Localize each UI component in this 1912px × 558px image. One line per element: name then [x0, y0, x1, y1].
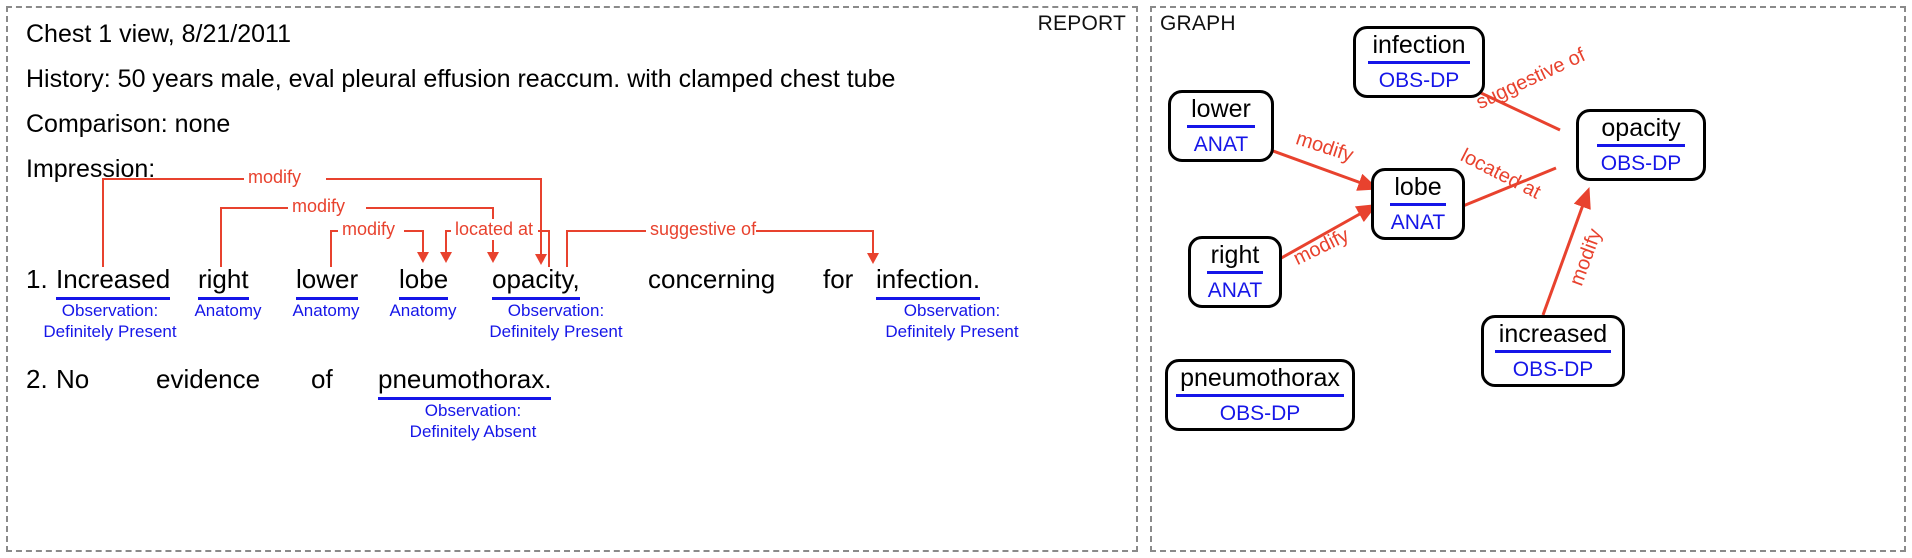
- graph-node-increased-name: increased: [1494, 320, 1612, 354]
- entity-label-lobe-line1: Anatomy: [389, 301, 457, 320]
- graph-node-lower-type: ANAT: [1193, 133, 1249, 157]
- entity-label-lower-line1: Anatomy: [292, 301, 360, 320]
- token-increased[interactable]: Increased: [56, 264, 171, 300]
- token-evidence: evidence: [156, 364, 261, 394]
- entity-label-pneumothorax: Observation: Definitely Absent: [378, 400, 568, 443]
- entity-label-infection-line2: Definitely Present: [885, 322, 1019, 342]
- entity-label-opacity-line2: Definitely Present: [489, 322, 623, 342]
- rel-modify-2-left-stem: [220, 207, 222, 267]
- entity-label-infection: Observation: Definitely Present: [870, 300, 1034, 343]
- rel-label-located-at: located at: [451, 219, 538, 240]
- sentence2-index: 2.: [26, 364, 48, 394]
- rel-locatedat-top-left: [445, 230, 453, 232]
- rel-label-suggestive-of: suggestive of: [646, 219, 761, 240]
- rel-locatedat-right-stem: [548, 230, 550, 267]
- rel-label-modify-2: modify: [288, 196, 350, 217]
- rel-modify-1-left-stem: [102, 178, 104, 267]
- token-no: No: [56, 364, 90, 394]
- rel-modify-3-top-right: [404, 230, 424, 232]
- graph-node-infection-type: OBS-DP: [1378, 69, 1460, 93]
- edge-label-modify-right: modify: [1289, 224, 1353, 270]
- graph-node-lobe[interactable]: lobe ANAT: [1371, 168, 1465, 240]
- rel-modify-3-left-stem: [330, 230, 332, 267]
- graph-node-infection[interactable]: infection OBS-DP: [1353, 26, 1485, 98]
- entity-label-increased-line2: Definitely Present: [43, 322, 177, 342]
- rel-locatedat-top-right: [538, 230, 550, 232]
- edge-label-suggestive-of: suggestive of: [1472, 44, 1589, 114]
- token-of: of: [311, 364, 333, 394]
- graph-node-opacity-name: opacity: [1597, 114, 1685, 148]
- rel-modify-2-arrowhead: [487, 252, 499, 263]
- token-opacity[interactable]: opacity,: [492, 264, 580, 300]
- graph-node-increased-type: OBS-DP: [1512, 358, 1594, 382]
- graph-node-increased[interactable]: increased OBS-DP: [1481, 315, 1625, 387]
- report-panel: REPORT Chest 1 view, 8/21/2011 History: …: [6, 6, 1138, 552]
- rel-suggestive-top-left: [566, 230, 646, 232]
- rel-modify-1-arrowhead: [535, 254, 547, 265]
- graph-node-infection-name: infection: [1368, 31, 1470, 65]
- token-right[interactable]: right: [198, 264, 249, 300]
- rel-modify-3-arrowhead: [417, 252, 429, 263]
- token-lower[interactable]: lower: [296, 264, 359, 300]
- graph-node-right-type: ANAT: [1207, 279, 1263, 303]
- rel-suggestive-top-right: [756, 230, 874, 232]
- rel-suggestive-left-stem: [566, 230, 568, 267]
- entity-label-infection-line1: Observation:: [903, 301, 1001, 320]
- rel-modify-1-top-left: [102, 178, 244, 180]
- rel-suggestive-right-stem: [872, 230, 874, 255]
- rel-label-modify-1: modify: [244, 167, 306, 188]
- graph-node-lower-name: lower: [1187, 95, 1255, 129]
- rel-label-modify-3: modify: [338, 219, 400, 240]
- token-for: for: [823, 264, 854, 294]
- entity-label-opacity-line1: Observation:: [507, 301, 605, 320]
- token-lobe[interactable]: lobe: [399, 264, 449, 300]
- entity-label-pneumothorax-line1: Observation:: [424, 401, 522, 420]
- token-infection[interactable]: infection.: [876, 264, 981, 300]
- graph-node-pneumothorax-name: pneumothorax: [1176, 364, 1344, 398]
- entity-label-right: Anatomy: [160, 300, 296, 321]
- graph-panel-tag: GRAPH: [1160, 12, 1236, 35]
- entity-label-opacity: Observation: Definitely Present: [474, 300, 638, 343]
- graph-node-lobe-name: lobe: [1390, 173, 1446, 207]
- entity-label-increased-line1: Observation:: [61, 301, 159, 320]
- graph-node-pneumothorax-type: OBS-DP: [1219, 402, 1301, 426]
- edge-label-modify-increased: modify: [1565, 225, 1607, 289]
- rel-modify-1-right-stem: [540, 178, 542, 256]
- graph-node-opacity-type: OBS-DP: [1600, 152, 1682, 176]
- entity-label-increased: Observation: Definitely Present: [28, 300, 192, 343]
- rel-locatedat-arrowhead: [440, 252, 452, 263]
- report-header-line-2: History: 50 years male, eval pleural eff…: [26, 65, 896, 93]
- entity-label-lower: Anatomy: [258, 300, 394, 321]
- entity-label-lobe: Anatomy: [355, 300, 491, 321]
- graph-node-lobe-type: ANAT: [1390, 211, 1446, 235]
- rel-modify-3-right-stem: [422, 230, 424, 254]
- graph-node-right-name: right: [1206, 241, 1264, 275]
- rel-modify-2-top-left: [220, 207, 288, 209]
- graph-node-lower[interactable]: lower ANAT: [1168, 90, 1274, 162]
- entity-label-right-line1: Anatomy: [194, 301, 262, 320]
- graph-node-opacity[interactable]: opacity OBS-DP: [1576, 109, 1706, 181]
- edge-label-modify-lower: modify: [1293, 127, 1357, 167]
- token-concerning: concerning: [648, 264, 776, 294]
- rel-suggestive-arrowhead: [867, 253, 879, 264]
- entity-label-pneumothorax-line2: Definitely Absent: [409, 422, 537, 442]
- graph-node-right[interactable]: right ANAT: [1188, 236, 1282, 308]
- rel-modify-2-top-right: [366, 207, 494, 209]
- sentence1-index: 1.: [26, 264, 48, 294]
- rel-modify-3-top-left: [330, 230, 338, 232]
- rel-locatedat-left-stem: [445, 230, 447, 254]
- report-header-line-1: Chest 1 view, 8/21/2011: [26, 20, 291, 48]
- report-panel-tag: REPORT: [1037, 12, 1126, 35]
- graph-node-pneumothorax[interactable]: pneumothorax OBS-DP: [1165, 359, 1355, 431]
- edge-label-located-at: located at: [1456, 144, 1545, 204]
- token-pneumothorax[interactable]: pneumothorax.: [378, 364, 552, 400]
- report-header-line-3: Comparison: none: [26, 110, 231, 138]
- graph-panel: GRAPH suggestive of located at modify mo…: [1150, 6, 1906, 552]
- rel-modify-1-top-right: [326, 178, 542, 180]
